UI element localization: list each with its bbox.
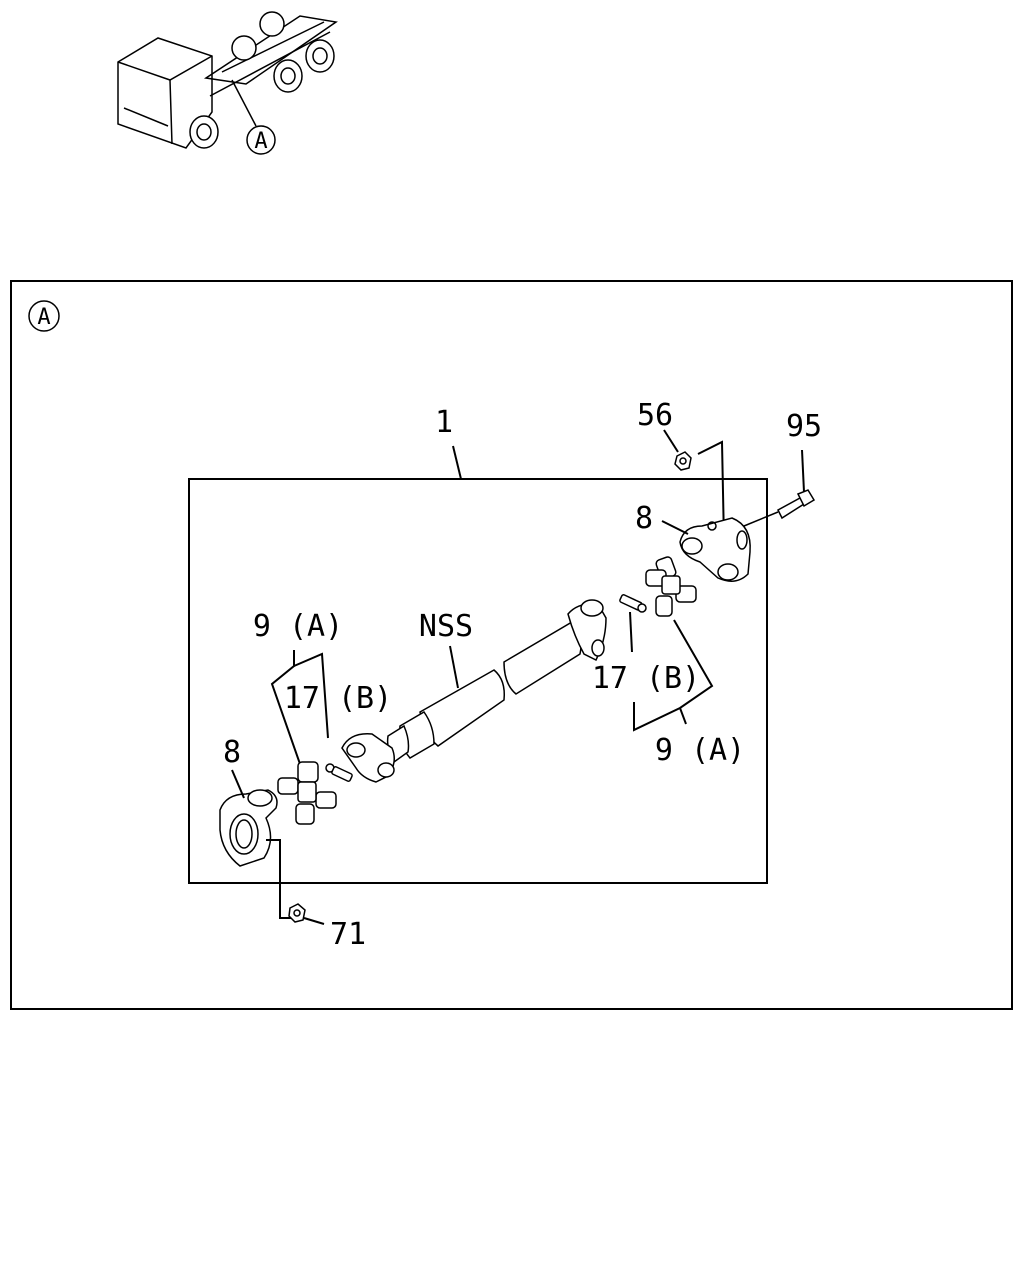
callout-56: 56 (637, 398, 673, 433)
truck-thumbnail: A (117, 11, 338, 155)
assembly-box (188, 478, 768, 884)
thumbnail-marker-label: A (254, 129, 267, 154)
callout-17b-right: 17 (B) (592, 661, 700, 696)
flange-yoke-right (679, 517, 751, 582)
callout-8-left: 8 (223, 735, 241, 770)
bolt-95 (743, 489, 816, 527)
detail-marker-circle (28, 300, 60, 332)
spider-right (645, 556, 697, 617)
nut-56 (674, 451, 692, 471)
spider-left (277, 761, 337, 825)
grease-fitting-right (619, 594, 647, 613)
flange-yoke-left (219, 789, 278, 867)
detail-marker-label: A (37, 305, 50, 330)
propeller-shaft (341, 599, 607, 783)
callout-9a-upper: 9 (A) (253, 609, 343, 644)
callout-17b-left: 17 (B) (284, 681, 392, 716)
callout-71: 71 (330, 917, 366, 952)
detail-frame (10, 280, 1013, 1010)
thumbnail-marker-circle (246, 125, 276, 155)
callout-95: 95 (786, 409, 822, 444)
callout-8-right: 8 (635, 501, 653, 536)
grease-fitting-left (325, 763, 353, 782)
callout-nss: NSS (419, 609, 473, 644)
callout-9a-lower: 9 (A) (655, 733, 745, 768)
callout-1: 1 (435, 405, 453, 440)
nut-71 (288, 903, 306, 923)
